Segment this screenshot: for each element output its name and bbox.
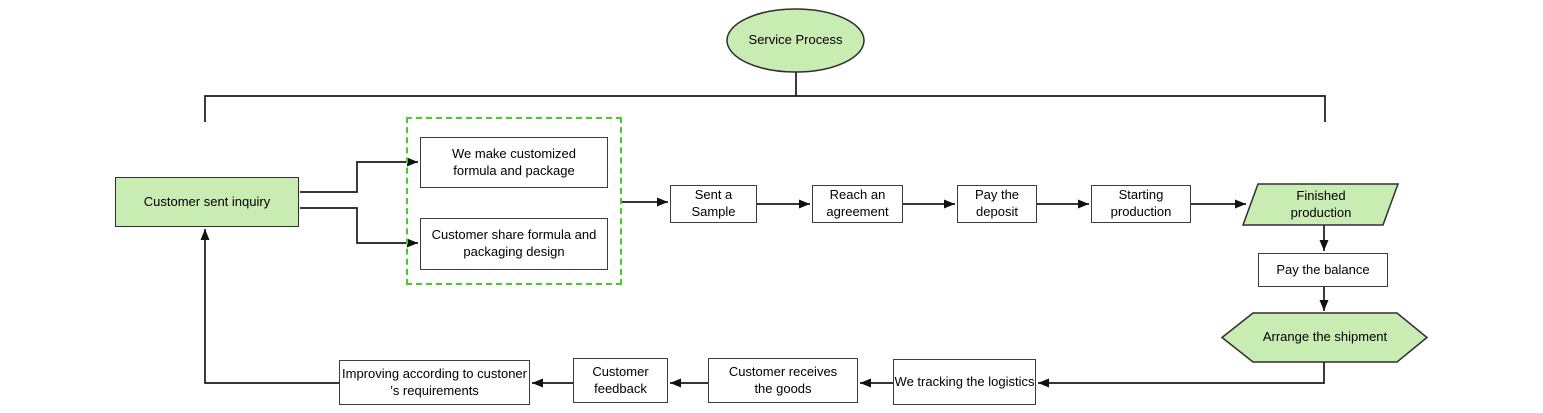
node-improving-requirements: Improving according to custoner ’s requi… [339, 360, 530, 405]
node-we-tracking-the-logistics: We tracking the logistics [893, 359, 1036, 405]
node-finished-production-label: Finished production [1290, 187, 1352, 220]
finished-production-parallelogram-shape [1241, 183, 1400, 226]
node-service-process: Service Process [727, 9, 864, 72]
node-we-tracking-the-logistics-label: We tracking the logistics [894, 373, 1035, 389]
node-pay-the-deposit-label: Pay the deposit [974, 187, 1020, 219]
node-customer-sent-inquiry: Customer sent inquiry [115, 177, 299, 227]
node-arrange-the-shipment: Arrange the shipment [1223, 313, 1427, 362]
node-customer-share-formula-label: Customer share formula and packaging des… [431, 227, 597, 259]
node-arrange-the-shipment-label: Arrange the shipment [1262, 329, 1388, 345]
node-finished-production: Finished production [1246, 184, 1396, 225]
formula-group-dashed-box [406, 117, 622, 285]
node-reach-an-agreement-label: Reach an agreement [826, 187, 889, 219]
connector-shipment-to-tracking [1038, 362, 1325, 388]
node-customer-feedback-label: Customer feedback [592, 363, 649, 396]
node-service-process-label: Service Process [748, 32, 843, 48]
node-we-make-customized-label: We make customized formula and package [451, 145, 577, 178]
connector-improving-to-inquiry [200, 229, 339, 384]
node-customer-receives-the-goods-label: Customer receives the goods [728, 363, 838, 396]
node-improving-requirements-label: Improving according to custoner ’s requi… [342, 365, 527, 398]
node-pay-the-deposit: Pay the deposit [957, 185, 1037, 223]
connector-inquiry-to-share-formula [300, 207, 418, 248]
node-customer-share-formula: Customer share formula and packaging des… [420, 218, 608, 270]
node-reach-an-agreement: Reach an agreement [812, 185, 903, 223]
node-customer-feedback: Customer feedback [573, 358, 668, 403]
node-customer-sent-inquiry-label: Customer sent inquiry [143, 193, 271, 209]
node-pay-the-balance-label: Pay the balance [1276, 261, 1370, 277]
arrange-shipment-hexagon-shape [1220, 312, 1429, 363]
node-sent-a-sample-label: Sent a Sample [691, 187, 736, 219]
node-we-make-customized: We make customized formula and package [420, 137, 608, 188]
node-pay-the-balance: Pay the balance [1258, 253, 1388, 287]
start-ellipse-shape [726, 8, 865, 73]
connector-top-bar [204, 72, 1326, 122]
node-starting-production-label: Starting production [1110, 187, 1172, 219]
node-sent-a-sample: Sent a Sample [670, 185, 757, 223]
node-starting-production: Starting production [1091, 185, 1191, 223]
node-customer-receives-the-goods: Customer receives the goods [708, 358, 858, 403]
connector-inquiry-to-customized [300, 157, 418, 193]
